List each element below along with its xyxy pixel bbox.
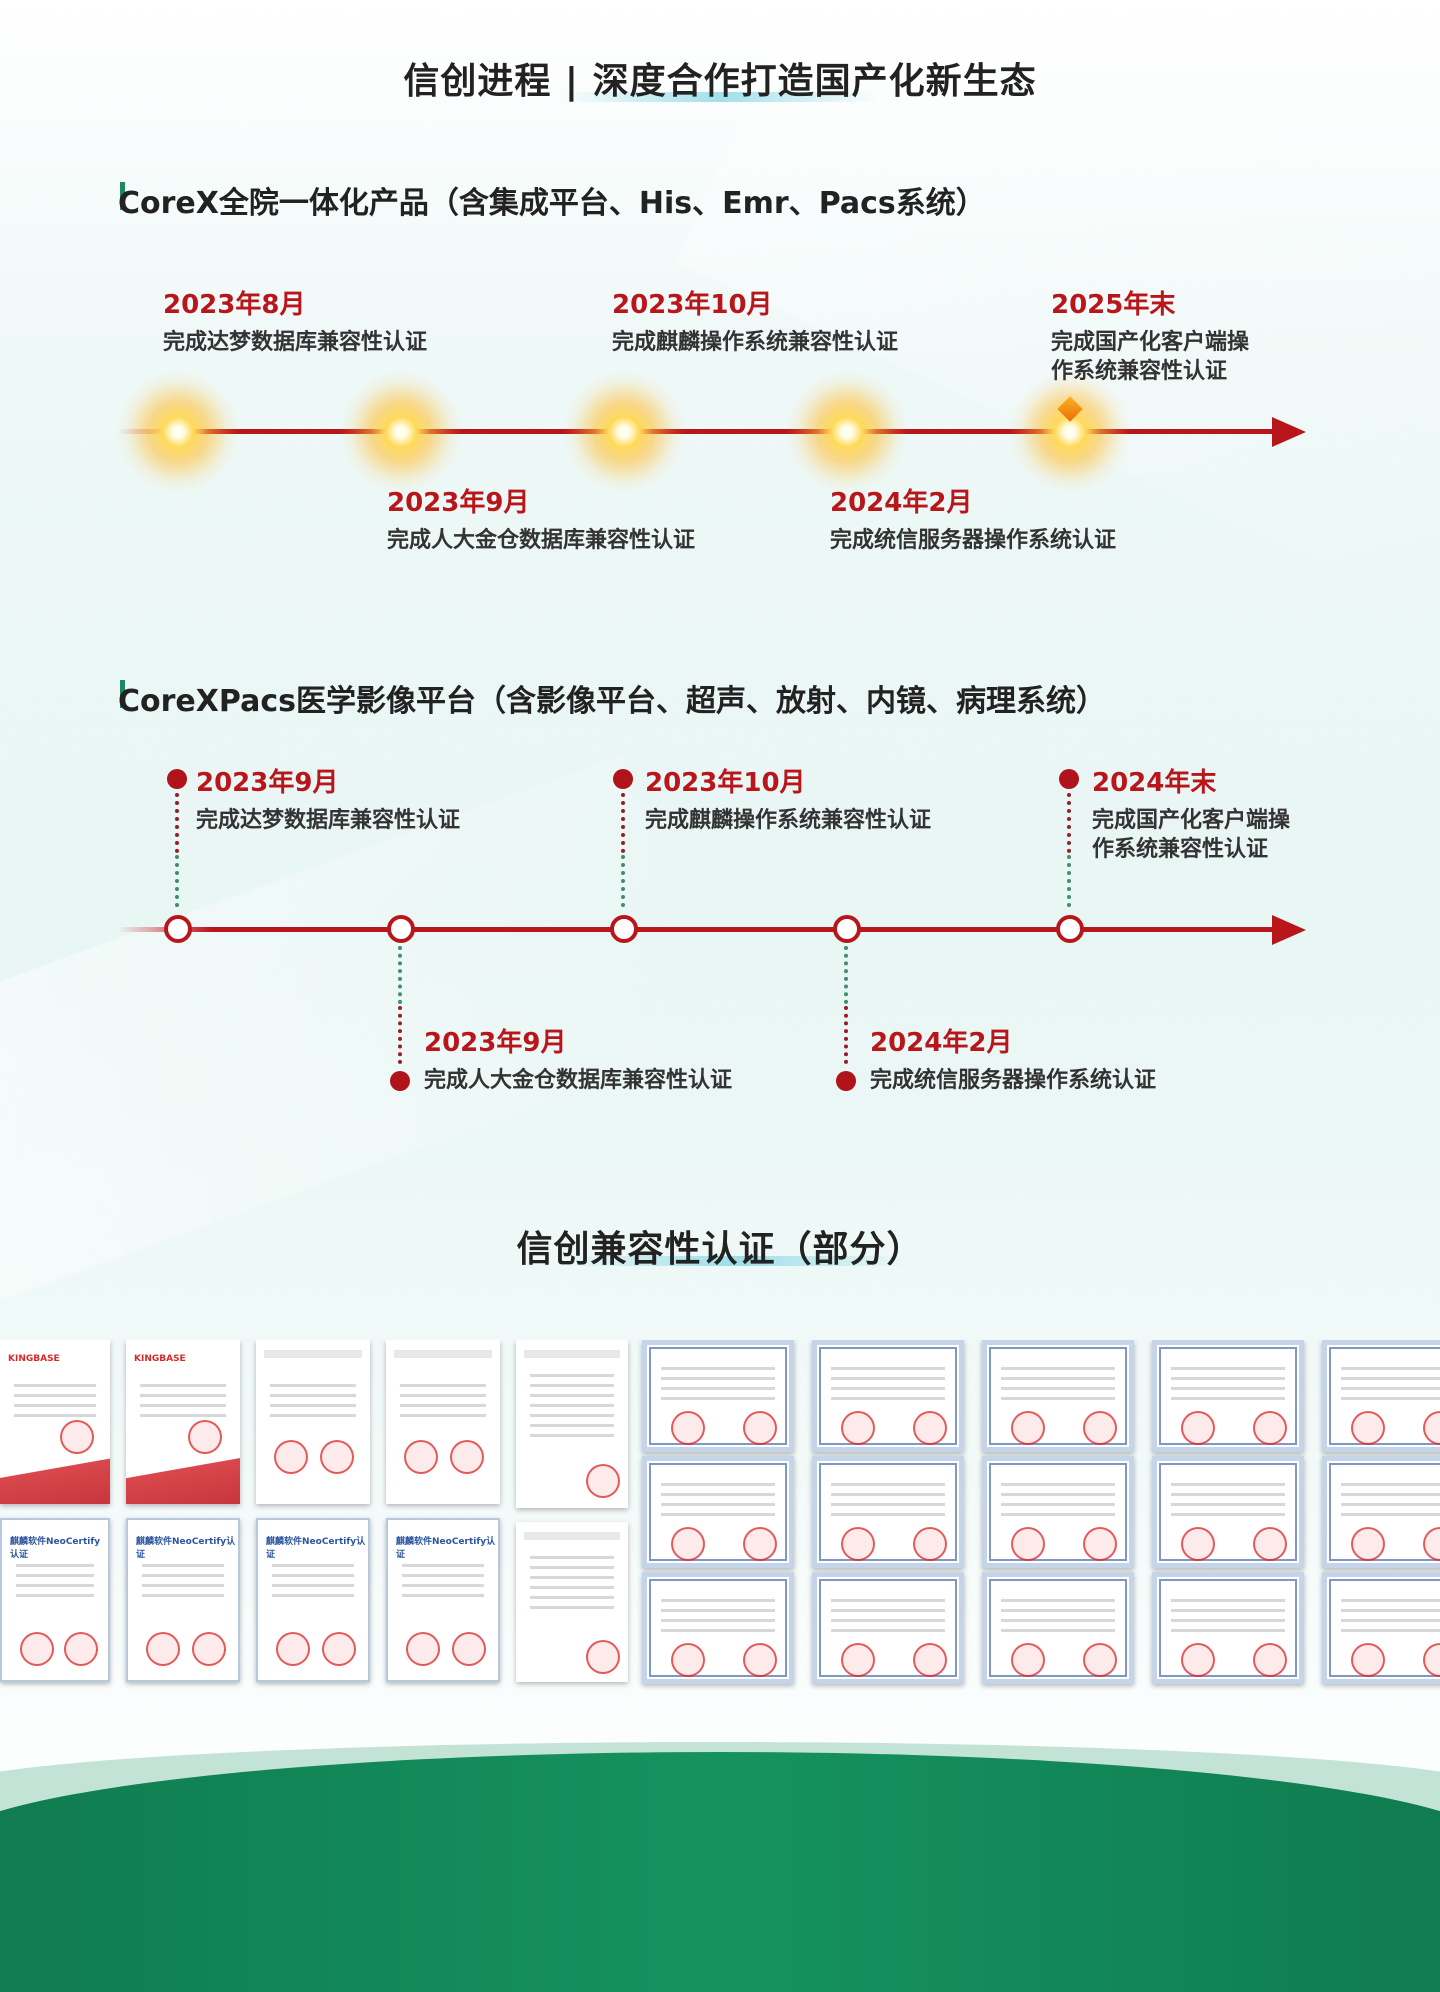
timeline2-line [118,927,1280,932]
event-date: 2024年2月 [830,488,973,518]
event-desc: 完成人大金仓数据库兼容性认证 [387,528,696,553]
event-desc: 完成人大金仓数据库兼容性认证 [424,1068,733,1093]
certificate-image [386,1340,500,1504]
timeline2-ring-marker [833,915,861,943]
event-date: 2025年末 [1051,290,1176,320]
timeline2-dot-marker [390,1071,410,1091]
certificate-image [982,1572,1134,1684]
timeline1-line [118,429,1280,434]
bottom-wave-decoration [0,1752,1440,1992]
connector-dots [844,1006,848,1064]
timeline2-ring-marker [610,915,638,943]
event-date: 2023年8月 [163,290,306,320]
certificate-image [982,1340,1134,1452]
certificate-image: 麒麟软件NeoCertify认证 [0,1518,110,1682]
timeline1-arrow-icon [1272,417,1306,447]
event-date: 2023年9月 [387,488,530,518]
certificate-image [642,1456,794,1568]
event-date: 2023年10月 [612,290,773,320]
certificate-image [256,1340,370,1504]
event-desc: 完成统信服务器操作系统认证 [870,1068,1157,1093]
event-date: 2024年末 [1092,768,1217,798]
timeline1-glow-marker [118,372,238,492]
section-marker [120,182,125,210]
event-desc: 完成麒麟操作系统兼容性认证 [645,808,932,833]
timeline2-dot-marker [836,1071,856,1091]
certificate-image [516,1340,628,1508]
event-desc: 完成达梦数据库兼容性认证 [196,808,461,833]
certificate-image [1322,1340,1440,1452]
event-date: 2023年9月 [196,768,339,798]
certificate-image: 麒麟软件NeoCertify认证 [126,1518,240,1682]
certificate-image [1152,1340,1304,1452]
connector-dots [175,855,179,907]
certificate-image [812,1340,964,1452]
section1-heading: CoreX全院一体化产品（含集成平台、His、Emr、Pacs系统） [118,186,986,221]
timeline1-glow-marker [341,372,461,492]
event-date: 2024年2月 [870,1028,1013,1058]
certificate-image [516,1522,628,1682]
title-underline [560,92,880,102]
timeline1-glow-marker [564,372,684,492]
connector-dots [621,855,625,907]
timeline2-dot-marker [1059,769,1079,789]
connector-dots [1067,855,1071,907]
connector-dots [398,1006,402,1064]
event-desc: 完成国产化客户端操 [1092,808,1291,833]
event-desc: 作系统兼容性认证 [1051,359,1228,384]
section-marker [120,680,125,708]
certificate-image [1322,1572,1440,1684]
certificate-image [642,1340,794,1452]
timeline2-arrow-icon [1272,915,1306,945]
timeline2-dot-marker [167,769,187,789]
certificate-image [1322,1456,1440,1568]
timeline2-ring-marker [164,915,192,943]
certificate-image [642,1572,794,1684]
connector-dots [175,793,179,853]
timeline1-glow-marker [787,372,907,492]
title-underline [560,1256,910,1266]
section2-heading: CoreXPacs医学影像平台（含影像平台、超声、放射、内镜、病理系统） [118,684,1106,719]
event-date: 2023年9月 [424,1028,567,1058]
certificate-image [982,1456,1134,1568]
timeline2-ring-marker [1056,915,1084,943]
timeline2-ring-marker [387,915,415,943]
certs-title: 信创兼容性认证（部分） [516,1229,924,1270]
event-desc: 完成国产化客户端操 [1051,330,1250,355]
certificate-image: KINGBASE [126,1340,240,1504]
connector-dots [621,793,625,853]
certificate-image: 麒麟软件NeoCertify认证 [256,1518,370,1682]
event-date: 2023年10月 [645,768,806,798]
certificate-image: 麒麟软件NeoCertify认证 [386,1518,500,1682]
event-desc: 完成麒麟操作系统兼容性认证 [612,330,899,355]
event-desc: 完成统信服务器操作系统认证 [830,528,1117,553]
certificate-image [1152,1572,1304,1684]
event-desc: 完成达梦数据库兼容性认证 [163,330,428,355]
certificate-gallery: KINGBASE KINGBASE 麒麟软件NeoCertify认证 麒麟软件N… [0,1340,1440,1690]
certificate-image: KINGBASE [0,1340,110,1504]
timeline1-glow-marker [1010,372,1130,492]
page-title: 信创进程 | 深度合作打造国产化新生态 [403,61,1037,102]
certificate-image [812,1572,964,1684]
certificate-image [812,1456,964,1568]
timeline2-dot-marker [613,769,633,789]
certificate-image [1152,1456,1304,1568]
event-desc: 作系统兼容性认证 [1092,837,1269,862]
connector-dots [1067,793,1071,853]
connector-dots [398,946,402,1004]
connector-dots [844,946,848,1004]
